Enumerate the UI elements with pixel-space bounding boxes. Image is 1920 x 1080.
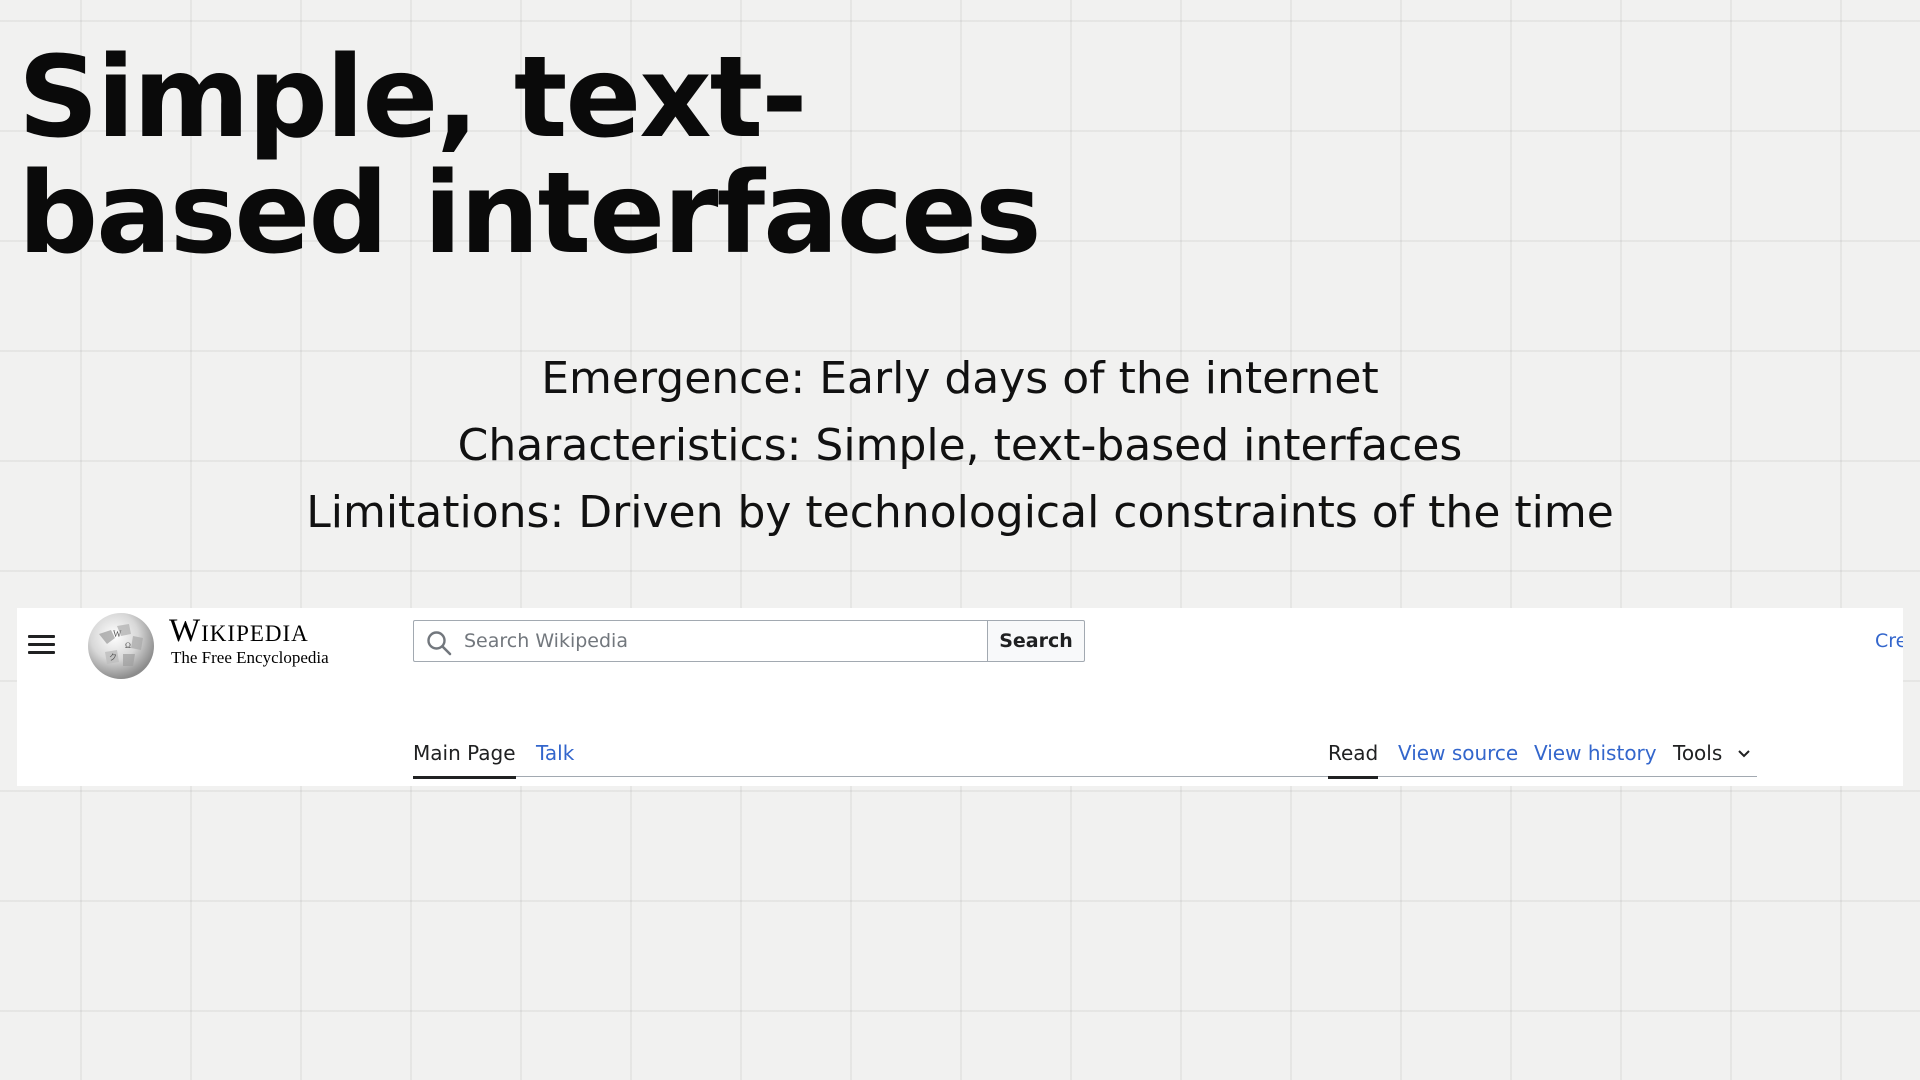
svg-text:ク: ク <box>109 653 117 662</box>
wikipedia-globe-icon[interactable]: W Ω ク <box>85 608 157 680</box>
bullet-emergence: Emergence: Early days of the internet <box>541 353 1379 404</box>
tab-tools-dropdown[interactable]: Tools <box>1673 740 1752 776</box>
tab-view-source[interactable]: View source <box>1398 741 1519 765</box>
create-account-link[interactable]: Cre <box>1875 630 1903 652</box>
wordmark-tagline: The Free Encyclopedia <box>171 648 329 667</box>
search-icon <box>427 631 452 656</box>
tabs-underline <box>413 776 1757 777</box>
svg-text:W: W <box>113 629 122 639</box>
slide-title-line-1: Simple, text- <box>18 33 808 163</box>
bullet-characteristics: Characteristics: Simple, text-based inte… <box>457 420 1463 471</box>
slide-title-line-2: based interfaces <box>18 149 1042 279</box>
bullet-limitations: Limitations: Driven by technological con… <box>306 487 1614 538</box>
hamburger-menu-icon[interactable] <box>27 630 57 660</box>
tab-talk[interactable]: Talk <box>536 741 575 765</box>
tab-tools-label: Tools <box>1673 741 1723 765</box>
search-button[interactable]: Search <box>987 620 1085 662</box>
chevron-down-icon <box>1738 749 1750 757</box>
wikipedia-header-screenshot: W Ω ク Wikipedia The Free Encyclopedia Se… <box>17 608 1903 786</box>
slide-title: Simple, text- based interfaces <box>18 33 1042 279</box>
search-input[interactable] <box>464 621 974 661</box>
tab-view-history[interactable]: View history <box>1534 741 1657 765</box>
wordmark-text: Wikipedia <box>169 613 309 649</box>
wikipedia-wordmark[interactable]: Wikipedia The Free Encyclopedia <box>169 614 329 668</box>
search-box <box>413 620 987 662</box>
bullet-list: Emergence: Early days of the internet Ch… <box>0 345 1920 546</box>
tab-main-page[interactable]: Main Page <box>413 740 516 779</box>
tab-read[interactable]: Read <box>1328 740 1379 779</box>
svg-text:Ω: Ω <box>125 641 131 650</box>
